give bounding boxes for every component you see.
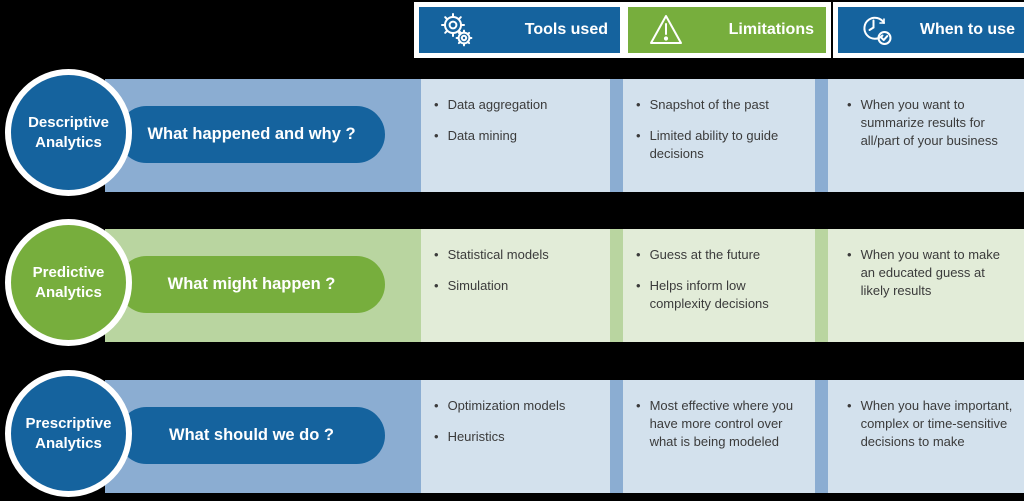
badge-line-1: Prescriptive	[25, 415, 112, 432]
gears-icon	[437, 11, 477, 49]
limitations-cell: Snapshot of the past Limited ability to …	[623, 79, 815, 192]
list-item: When you want to make an educated guess …	[847, 246, 1016, 300]
list-item: Snapshot of the past	[636, 96, 807, 114]
list-item-text: When you want to make an educated guess …	[860, 247, 1001, 298]
list-item-text: Statistical models	[447, 247, 549, 262]
list-item: Limited ability to guide decisions	[636, 127, 807, 163]
row-descriptive-analytics: What happened and why ? Descriptive Anal…	[5, 69, 1024, 196]
list-item: Statistical models	[434, 246, 602, 264]
clock-check-icon	[856, 11, 896, 49]
tools-used-cell: Data aggregation Data mining	[421, 79, 610, 192]
when-to-use-cell: When you have important, complex or time…	[828, 380, 1024, 493]
list-item: Guess at the future	[636, 246, 807, 264]
question-text: What might happen ?	[167, 275, 336, 293]
question-pill: What might happen ?	[118, 256, 385, 313]
list-item-text: Snapshot of the past	[649, 97, 769, 112]
header-when-to-use: When to use	[833, 2, 1024, 58]
badge-line-2: Analytics	[35, 283, 102, 301]
header-tools-used: Tools used	[414, 2, 625, 58]
list-item: Helps inform low complexity decisions	[636, 277, 807, 313]
row-predictive-analytics: What might happen ? Predictive Analytics…	[5, 219, 1024, 346]
header-tools-used-label: Tools used	[524, 21, 608, 38]
when-to-use-cell: When you want to summarize results for a…	[828, 79, 1024, 192]
list-item-text: Simulation	[447, 277, 509, 293]
badge-line-2: Analytics	[35, 133, 102, 151]
badge-line-1: Predictive	[32, 264, 105, 281]
list-item-text: When you have important, complex or time…	[860, 398, 1013, 449]
list-item-text: Limited ability to guide decisions	[649, 127, 779, 161]
analytics-type-badge: Prescriptive Analytics	[5, 370, 132, 497]
list-item: Most effective where you have more contr…	[636, 397, 807, 451]
analytics-type-badge: Descriptive Analytics	[5, 69, 132, 196]
analytics-type-badge: Predictive Analytics	[5, 219, 132, 346]
badge-line-2: Analytics	[35, 434, 102, 452]
when-to-use-cell: When you want to make an educated guess …	[828, 229, 1024, 342]
list-item: When you have important, complex or time…	[847, 397, 1016, 451]
list-item-text: Optimization models	[447, 398, 566, 413]
tools-used-cell: Optimization models Heuristics	[421, 380, 610, 493]
list-item-text: When you want to summarize results for a…	[860, 97, 998, 148]
list-item: Heuristics	[434, 428, 602, 446]
list-item-text: Helps inform low complexity decisions	[649, 277, 769, 311]
list-item-text: Data mining	[447, 127, 517, 143]
row-prescriptive-analytics: What should we do ? Prescriptive Analyti…	[5, 370, 1024, 497]
limitations-cell: Guess at the future Helps inform low com…	[623, 229, 815, 342]
header-limitations-label: Limitations	[728, 21, 814, 38]
list-item: Data aggregation	[434, 96, 602, 114]
header-when-to-use-label: When to use	[919, 21, 1015, 38]
tools-used-cell: Statistical models Simulation	[421, 229, 610, 342]
list-item-text: Heuristics	[447, 428, 505, 444]
list-item-text: Guess at the future	[649, 247, 761, 262]
question-pill: What happened and why ?	[118, 106, 385, 163]
list-item-text: Data aggregation	[447, 97, 548, 112]
list-item: Simulation	[434, 277, 602, 295]
warning-triangle-icon	[646, 11, 686, 49]
question-text: What happened and why ?	[147, 125, 356, 143]
limitations-cell: Most effective where you have more contr…	[623, 380, 815, 493]
question-text: What should we do ?	[169, 426, 334, 444]
list-item: Optimization models	[434, 397, 602, 415]
list-item-text: Most effective where you have more contr…	[649, 398, 794, 449]
list-item: When you want to summarize results for a…	[847, 96, 1016, 150]
list-item: Data mining	[434, 127, 602, 145]
question-pill: What should we do ?	[118, 407, 385, 464]
badge-line-1: Descriptive	[28, 114, 109, 131]
header-limitations: Limitations	[623, 2, 831, 58]
